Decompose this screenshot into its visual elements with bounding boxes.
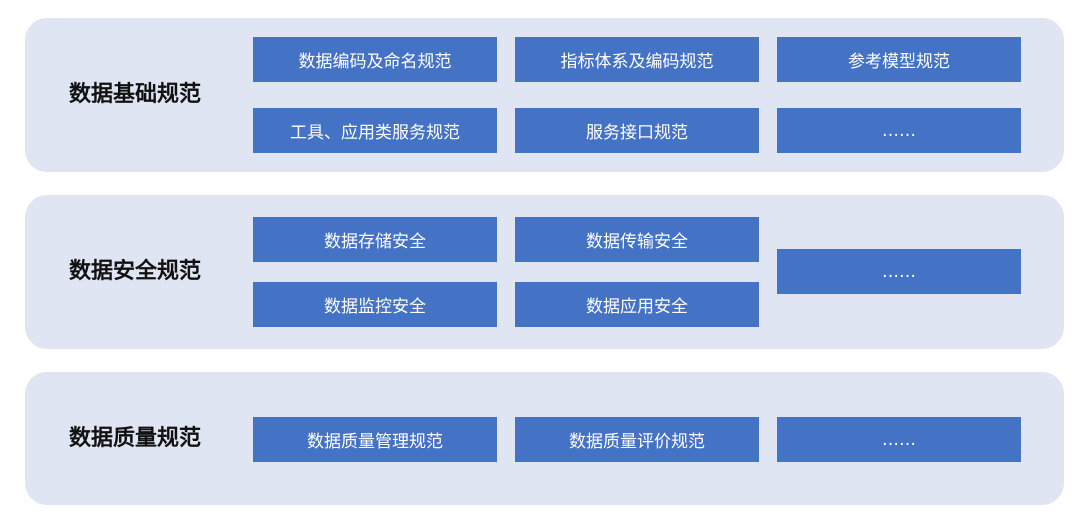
item-indicator-system-coding: 指标体系及编码规范 — [515, 37, 759, 82]
item-data-storage-security: 数据存储安全 — [253, 217, 497, 262]
item-data-quality-management: 数据质量管理规范 — [253, 417, 497, 462]
item-data-coding-naming: 数据编码及命名规范 — [253, 37, 497, 82]
item-tools-application-services: 工具、应用类服务规范 — [253, 108, 497, 153]
item-data-quality-evaluation: 数据质量评价规范 — [515, 417, 759, 462]
item-data-transmission-security: 数据传输安全 — [515, 217, 759, 262]
item-service-interface: 服务接口规范 — [515, 108, 759, 153]
section-title: 数据质量规范 — [69, 426, 202, 451]
section-data-security: 数据安全规范 数据存储安全 数据传输安全 数据监控安全 数据应用安全 …… — [25, 195, 1064, 349]
item-data-application-security: 数据应用安全 — [515, 282, 759, 327]
section-data-quality: 数据质量规范 数据质量管理规范 数据质量评价规范 …… — [25, 372, 1064, 505]
section-title: 数据基础规范 — [69, 82, 202, 107]
section-title: 数据安全规范 — [69, 259, 202, 284]
item-more: …… — [777, 108, 1021, 153]
item-reference-model: 参考模型规范 — [777, 37, 1021, 82]
section-data-foundation: 数据基础规范 数据编码及命名规范 指标体系及编码规范 参考模型规范 工具、应用类… — [25, 18, 1064, 172]
item-more: …… — [777, 249, 1021, 294]
item-data-monitoring-security: 数据监控安全 — [253, 282, 497, 327]
item-more: …… — [777, 417, 1021, 462]
